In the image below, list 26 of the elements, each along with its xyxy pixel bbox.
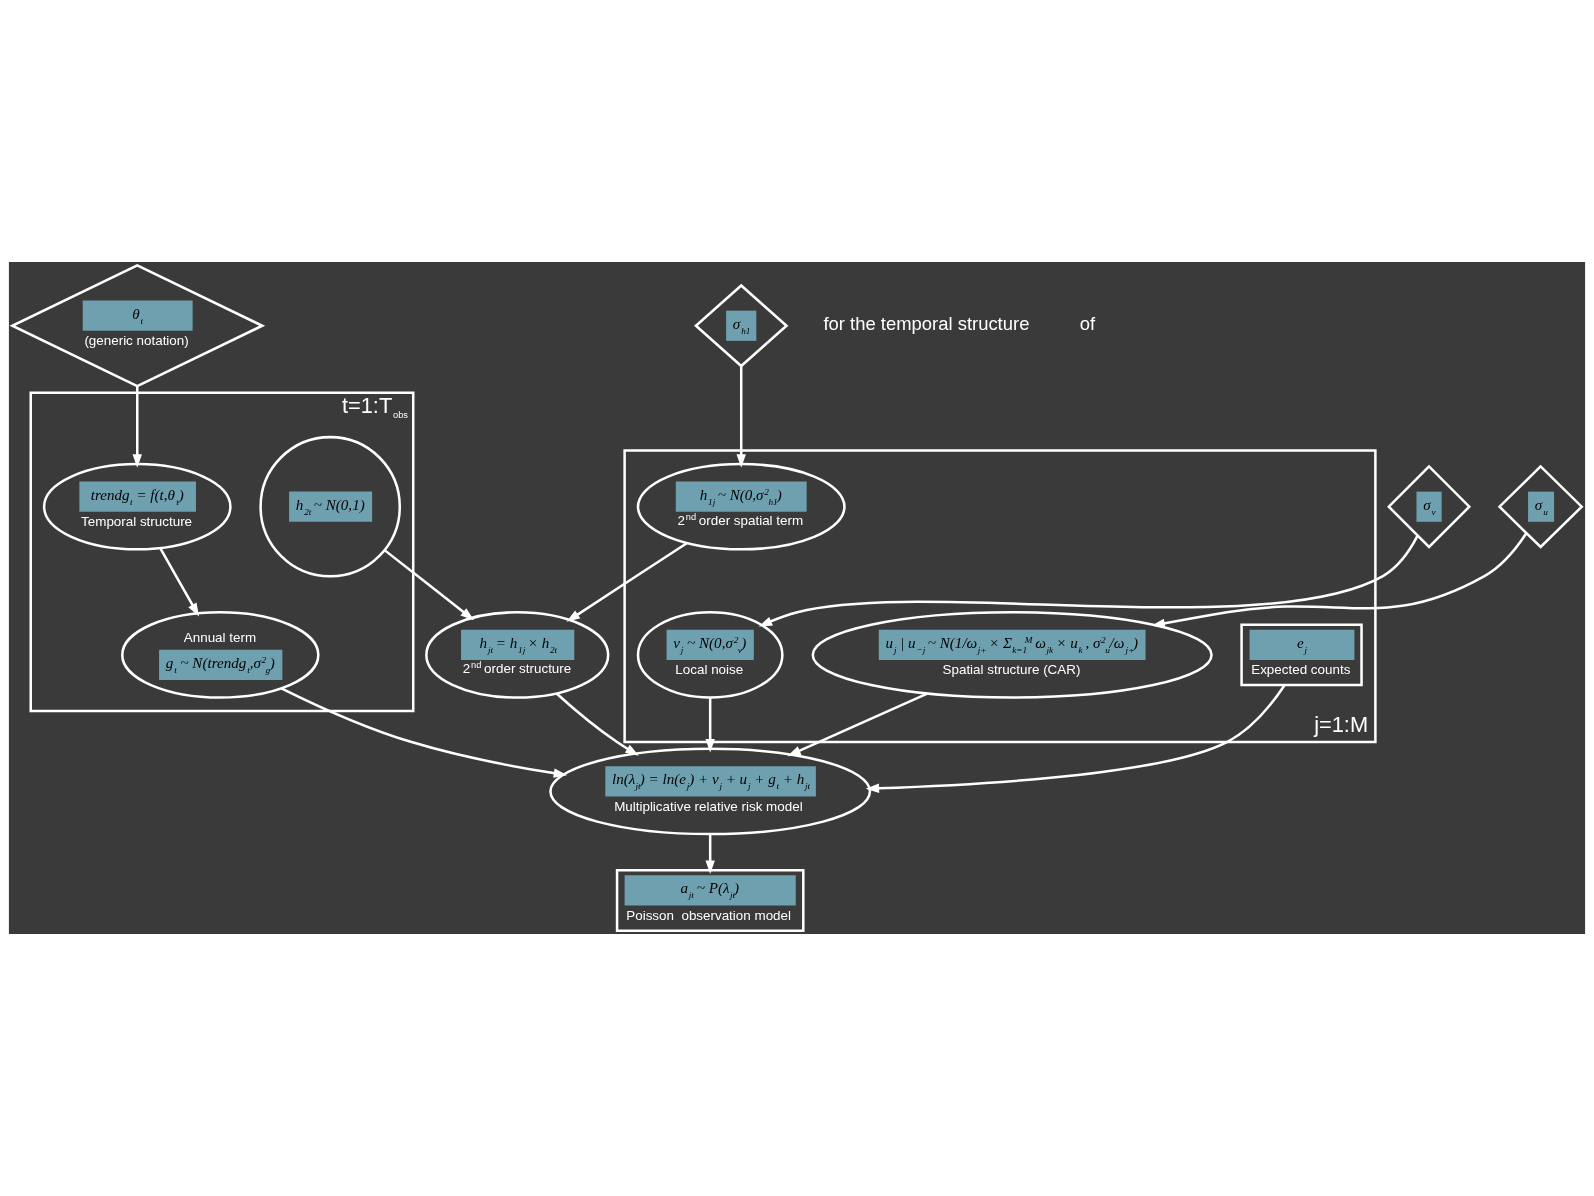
node-circle: h$_{2t}$ ~ N(0,1) [259, 435, 402, 578]
node-diamond: σ$_{u}$ [1497, 464, 1584, 549]
node-ellipse: u$_{j}$ | u$_{−j}$ ~ N(1/ω$_{j+}$ × Σ$_{k=1}$$^{M}$ ω$_{jk}$ × u$_{k}$ , σ$^{2}$$_{u}$/ω$_{j+}$) Spatial structure (CAR) [811, 611, 1213, 699]
arrow [132, 386, 142, 468]
node-ellipse: trendg$_{t}$ = f(t,θ$_{t}$) Temporal structure [42, 462, 232, 551]
node-ellipse: v$_{j}$ ~ N(0,σ$^{2}$$_{v}$) Local noise [636, 611, 784, 699]
arrow [705, 834, 715, 874]
node-ellipse: h$_{1j}$ ~ N(0,σ$^{2}$$_{h1}$) 2$^{nd}$ order spatial term [636, 462, 846, 551]
arrow [566, 542, 688, 622]
node-diamond: σ$_{v}$ [1387, 464, 1472, 549]
label: for the temporal structure [823, 313, 1030, 335]
node-diamond: σ$_{h1}$ [694, 283, 789, 368]
arrow [383, 549, 474, 621]
node-box: a$_{jt}$ ~ P(λ$_{jt}$) Poisson observation model [615, 869, 805, 932]
arrow [705, 697, 715, 753]
arrow [555, 692, 639, 756]
node-diamond: θ$_{t}$ (generic notation) [9, 263, 266, 388]
arrow [787, 692, 928, 757]
arrow [1151, 532, 1528, 628]
arrow [736, 366, 746, 468]
arrow [865, 684, 1286, 793]
node-ellipse: Annual term g$_{t}$ ~ N(trendg$_{t}$,σ$^{2}$$_{g}$) [121, 611, 320, 699]
node-box: e$_{j}$ Expected counts [1240, 623, 1363, 687]
arrow [159, 547, 200, 617]
arrow [758, 535, 1419, 627]
label: of [1079, 313, 1096, 335]
